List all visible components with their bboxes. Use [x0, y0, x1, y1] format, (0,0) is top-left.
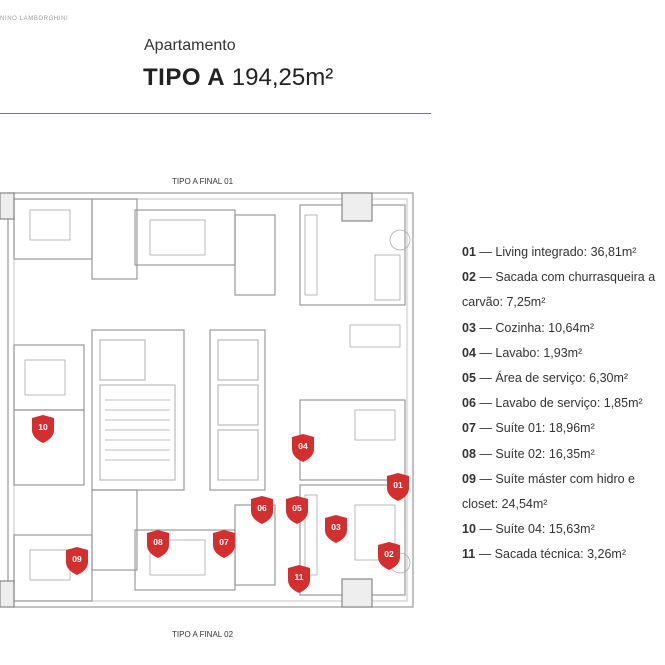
legend-text: — Sacada com churrasqueira a	[479, 270, 656, 285]
marker-07-icon	[213, 530, 235, 558]
marker-07: 07	[211, 529, 237, 559]
marker-11: 11	[286, 564, 312, 594]
legend-text: carvão: 7,25m²	[462, 295, 546, 310]
title-type: TIPO A	[143, 64, 226, 91]
legend-item: 08 — Suíte 02: 16,35m²	[462, 442, 665, 467]
marker-07-label: 07	[219, 537, 229, 547]
legend-text: — Área de serviço: 6,30m²	[479, 371, 629, 386]
marker-08: 08	[145, 529, 171, 559]
legend-text: — Lavabo: 1,93m²	[479, 345, 583, 360]
marker-02: 02	[376, 541, 402, 571]
legend-text: — Sacada técnica: 3,26m²	[478, 547, 626, 562]
marker-04: 04	[290, 433, 316, 463]
plan-caption-top: TIPO A FINAL 01	[172, 177, 234, 186]
marker-10-label: 10	[38, 422, 48, 432]
marker-09-label: 09	[72, 554, 82, 564]
marker-01-label: 01	[393, 480, 403, 490]
legend-item: closet: 24,54m²	[462, 492, 665, 517]
marker-03: 03	[323, 514, 349, 544]
title-area: 194,25m²	[231, 64, 334, 91]
legend-number: 03	[462, 320, 476, 335]
marker-01-icon	[387, 473, 409, 501]
brand-label: NINO LAMBORGHINI	[0, 16, 69, 22]
legend-number: 05	[462, 371, 476, 386]
marker-10-icon	[32, 415, 54, 443]
marker-02-label: 02	[384, 549, 394, 559]
page-subtitle: Apartamento	[144, 37, 236, 54]
marker-11-icon	[288, 565, 310, 593]
legend-number: 09	[462, 471, 476, 486]
marker-11-label: 11	[294, 572, 304, 582]
legend-item: carvão: 7,25m²	[462, 290, 665, 315]
marker-06-label: 06	[257, 503, 267, 513]
legend-number: 01	[462, 245, 476, 259]
marker-06-icon	[251, 496, 273, 524]
legend-item: 01 — Living integrado: 36,81m²	[462, 240, 665, 265]
legend-text: — Lavabo de serviço: 1,85m²	[479, 396, 643, 411]
marker-03-icon	[325, 515, 347, 543]
divider-line	[0, 113, 431, 114]
legend-number: 08	[462, 446, 476, 461]
marker-05: 05	[284, 495, 310, 525]
page-title: TIPO A 194,25m²	[143, 64, 333, 92]
legend-item: 02 — Sacada com churrasqueira a	[462, 265, 665, 290]
marker-04-icon	[292, 434, 314, 462]
legend-text: — Suíte 01: 18,96m²	[479, 421, 595, 436]
legend-number: 11	[462, 547, 476, 562]
marker-09-icon	[66, 547, 88, 575]
legend-text: — Living integrado: 36,81m²	[479, 245, 637, 259]
marker-06: 06	[249, 495, 275, 525]
room-legend: 01 — Living integrado: 36,81m² 02 — Saca…	[462, 240, 665, 568]
legend-text: — Suíte 02: 16,35m²	[479, 446, 595, 461]
legend-number: 04	[462, 345, 476, 360]
marker-09: 09	[64, 546, 90, 576]
marker-08-label: 08	[153, 537, 163, 547]
legend-text: closet: 24,54m²	[462, 497, 548, 512]
legend-item: 03 — Cozinha: 10,64m²	[462, 316, 665, 341]
marker-03-label: 03	[331, 522, 341, 532]
legend-number: 02	[462, 270, 476, 285]
legend-item: 11 — Sacada técnica: 3,26m²	[462, 542, 665, 567]
legend-number: 06	[462, 396, 476, 411]
marker-04-label: 04	[298, 441, 308, 451]
legend-text: — Cozinha: 10,64m²	[479, 320, 595, 335]
legend-number: 07	[462, 421, 476, 436]
marker-05-icon	[286, 496, 308, 524]
marker-10: 10	[30, 414, 56, 444]
marker-05-label: 05	[292, 503, 302, 513]
legend-item: 07 — Suíte 01: 18,96m²	[462, 416, 665, 441]
marker-08-icon	[147, 530, 169, 558]
legend-item: 09 — Suíte máster com hidro e	[462, 467, 665, 492]
legend-item: 06 — Lavabo de serviço: 1,85m²	[462, 391, 665, 416]
legend-number: 10	[462, 522, 476, 537]
marker-01: 01	[385, 472, 411, 502]
floor-plan	[0, 192, 414, 608]
legend-text: — Suíte máster com hidro e	[479, 471, 636, 486]
plan-caption-bottom: TIPO A FINAL 02	[172, 630, 234, 639]
legend-text: — Suíte 04: 15,63m²	[479, 522, 595, 537]
legend-item: 04 — Lavabo: 1,93m²	[462, 341, 665, 366]
legend-item: 10 — Suíte 04: 15,63m²	[462, 517, 665, 542]
marker-02-icon	[378, 542, 400, 570]
legend-item: 05 — Área de serviço: 6,30m²	[462, 366, 665, 391]
